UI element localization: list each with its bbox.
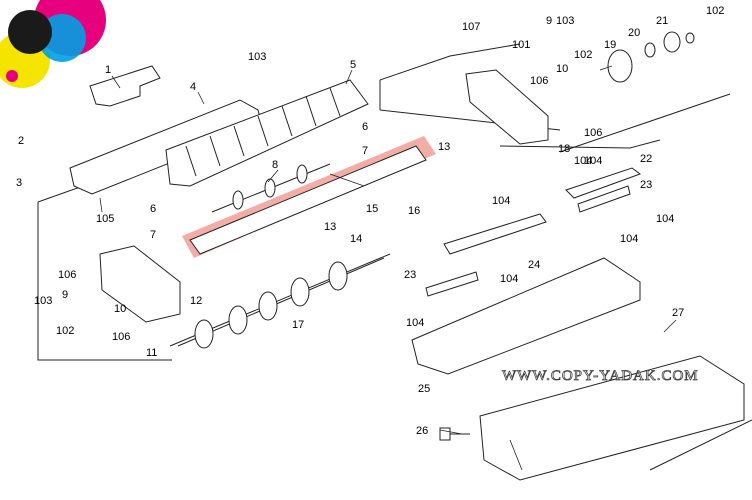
callout-3: 3: [16, 177, 22, 189]
callout-104-e: 104: [500, 273, 518, 285]
callout-104-g: 104: [574, 155, 592, 167]
callout-101: 101: [512, 39, 530, 51]
callout-106-left-top: 106: [58, 269, 76, 281]
part-25-tray: [411, 257, 641, 375]
part-15-guide: [189, 145, 427, 255]
part-26-screw: [439, 427, 470, 441]
callout-102-mid: 102: [574, 49, 592, 61]
callout-106-right-top: 106: [530, 75, 548, 87]
callout-23-right: 23: [640, 179, 652, 191]
callout-106-left-bottom: 106: [112, 331, 130, 343]
callout-14: 14: [350, 233, 362, 245]
callout-13-top: 13: [438, 141, 450, 153]
watermark-text: WWW.COPY-YADAK.COM: [502, 368, 699, 384]
callout-104-c: 104: [620, 233, 638, 245]
callout-8: 8: [272, 159, 278, 171]
callout-17: 17: [292, 319, 304, 331]
callout-2: 2: [18, 135, 24, 147]
part-23-comb-left: [425, 271, 479, 297]
callout-16: 16: [408, 205, 420, 217]
part-23-comb-right: [577, 185, 631, 213]
callout-104-a: 104: [584, 155, 602, 167]
callout-25: 25: [418, 383, 430, 395]
part-8-roller: [211, 163, 331, 213]
callout-7-top: 7: [362, 145, 368, 157]
cmyk-logo: [0, 0, 106, 88]
callout-7-bottom: 7: [150, 229, 156, 241]
callout-labels: 1 2 3 4 5 6 6 7 7 8 9 9 10 10 11 12 13 1…: [16, 5, 724, 437]
callout-22: 22: [640, 153, 652, 165]
callout-9-left: 9: [62, 289, 68, 301]
leader-lines: [99, 65, 677, 471]
part-18-side-plate: [465, 69, 549, 145]
callout-12: 12: [190, 295, 202, 307]
callout-5: 5: [350, 59, 356, 71]
part-17-roller: [177, 257, 385, 349]
callout-9-right: 9: [546, 15, 552, 27]
part-22-bracket: [565, 167, 642, 199]
callout-6-top: 6: [362, 121, 368, 133]
callout-20: 20: [628, 27, 640, 39]
callout-13-bottom: 13: [324, 221, 336, 233]
callout-23-left: 23: [404, 269, 416, 281]
part-1-bracket: [89, 65, 161, 107]
callout-26: 26: [416, 425, 428, 437]
callout-102-top-right: 102: [706, 5, 724, 17]
callout-103-top: 103: [248, 51, 266, 63]
frame-lines: [37, 43, 752, 471]
callout-24: 24: [528, 259, 540, 271]
callout-102-left: 102: [56, 325, 74, 337]
lower-frame: [479, 355, 745, 481]
callout-103-right: 103: [556, 15, 574, 27]
callout-27: 27: [672, 307, 684, 319]
part-5-guide: [165, 79, 369, 187]
callout-21: 21: [656, 15, 668, 27]
callout-15: 15: [366, 203, 378, 215]
part-5-ribs: [185, 87, 341, 177]
part-11-side-plate: [99, 245, 181, 323]
logo-magenta-small-circle: [6, 70, 18, 82]
callout-103-left: 103: [34, 295, 52, 307]
part-24-bracket: [443, 213, 547, 255]
gear-assembly: [607, 31, 695, 83]
callout-18: 18: [558, 143, 570, 155]
callout-106-right-bottom: 106: [584, 127, 602, 139]
callout-1: 1: [105, 64, 111, 76]
callout-105: 105: [96, 213, 114, 225]
logo-black-circle: [8, 10, 52, 54]
callout-19: 19: [604, 39, 616, 51]
callout-107: 107: [462, 21, 480, 33]
callout-6-bottom: 6: [150, 203, 156, 215]
callout-10-right: 10: [556, 63, 568, 75]
callout-10-left: 10: [114, 303, 126, 315]
callout-104-f: 104: [406, 317, 424, 329]
callout-104-d: 104: [492, 195, 510, 207]
callout-11: 11: [146, 347, 157, 359]
callout-4: 4: [190, 81, 196, 93]
callout-104-b: 104: [656, 213, 674, 225]
